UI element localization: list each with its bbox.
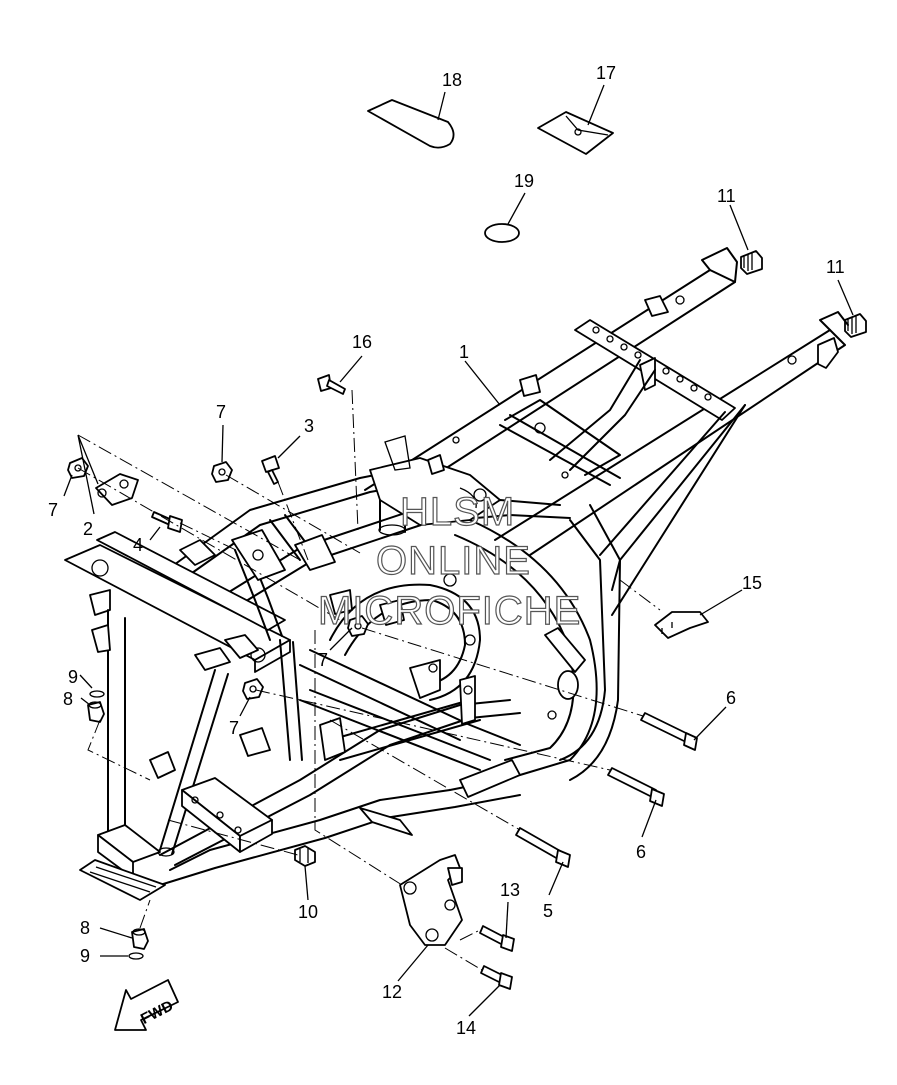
callout-labels: 18 17 19 11 11 1 16 3 7 7 2 4 7 7 9 8 15… (48, 63, 845, 1038)
part-15-bracket (654, 611, 709, 639)
callout-7-middle: 7 (318, 650, 328, 670)
watermark-line-1: HLSM (400, 490, 515, 534)
part-4-bolt (151, 511, 183, 533)
watermark-line-3: MICROFICHE (318, 589, 581, 633)
callout-18: 18 (442, 70, 462, 90)
callout-9-upper: 9 (68, 667, 78, 687)
part-18-decal (367, 99, 455, 149)
part-7-nut-lower (242, 678, 264, 700)
part-12-engine-bracket (399, 854, 463, 946)
part-11-cap-left (740, 250, 763, 275)
part-13-bolt (479, 925, 515, 952)
callout-6-upper: 6 (726, 688, 736, 708)
callout-10: 10 (298, 902, 318, 922)
alignment-lines (77, 389, 661, 971)
part-11-cap-right (844, 313, 867, 338)
callout-11-left: 11 (717, 186, 736, 206)
callout-8-upper: 8 (63, 689, 73, 709)
part-6-bolt-lower (607, 767, 665, 807)
part-9-o-ring-lower (128, 952, 144, 960)
callout-17: 17 (596, 63, 616, 83)
part-19-sticker (484, 223, 520, 243)
part-1-main-frame (64, 247, 849, 901)
part-7-nut-top (211, 461, 233, 483)
callout-6-lower: 6 (636, 842, 646, 862)
forward-direction-arrow: FWD (114, 979, 179, 1031)
watermark-line-2: ONLINE (376, 539, 531, 583)
part-10-bolt (294, 845, 316, 867)
leader-lines (63, 84, 854, 1017)
watermark: HLSM ONLINE MICROFICHE (317, 489, 581, 633)
part-5-bolt (515, 827, 571, 868)
part-7-nut-middle (347, 615, 369, 637)
callout-1: 1 (459, 342, 469, 362)
callout-13: 13 (500, 880, 520, 900)
part-8-collar-upper (87, 701, 105, 723)
callout-2: 2 (83, 519, 93, 539)
callout-12: 12 (382, 982, 402, 1002)
callout-9-lower: 9 (80, 946, 90, 966)
part-8-collar-lower (131, 928, 149, 950)
callout-7-left: 7 (48, 500, 58, 520)
callout-16: 16 (352, 332, 372, 352)
callout-14: 14 (456, 1018, 476, 1038)
callout-15: 15 (742, 573, 762, 593)
part-14-bolt (480, 965, 513, 990)
part-6-bolt-upper (640, 712, 698, 751)
callout-7-lower: 7 (229, 718, 239, 738)
part-9-o-ring-upper (89, 690, 105, 698)
part-3-bolt (261, 455, 280, 485)
part-16-bolt (317, 374, 346, 395)
callout-19: 19 (514, 171, 534, 191)
part-17-plate-hole (574, 128, 582, 136)
callout-5: 5 (543, 901, 553, 921)
callout-8-lower: 8 (80, 918, 90, 938)
callout-4: 4 (133, 535, 143, 555)
callout-11-right: 11 (826, 257, 845, 277)
callout-7-top: 7 (216, 402, 226, 422)
part-17-plate-fold (565, 115, 609, 136)
callout-3: 3 (304, 416, 314, 436)
